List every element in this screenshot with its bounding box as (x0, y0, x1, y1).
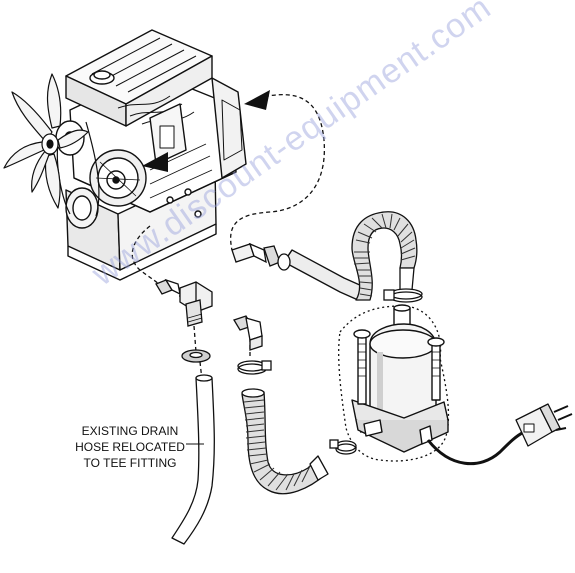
hose-clamp-heater (329, 439, 357, 455)
hose-clamp-upper (383, 288, 423, 303)
power-cord (426, 430, 525, 466)
straight-fitting (231, 242, 291, 271)
block-fitting (155, 278, 181, 296)
callout-line-3: TO TEE FITTING (83, 456, 177, 470)
drain-hose-callout: EXISTING DRAIN HOSE RELOCATED TO TEE FIT… (60, 423, 200, 471)
arrow-icon (142, 152, 168, 172)
power-plug-drawing (515, 403, 573, 447)
washer-icon (181, 349, 211, 363)
hose-clamp-lower (237, 360, 272, 375)
tank-heater-drawing (351, 304, 449, 453)
arrow-icon (244, 90, 270, 110)
callout-line-2: HOSE RELOCATED (75, 440, 185, 454)
elbow-fitting (233, 315, 263, 351)
fan-icon (3, 73, 89, 209)
existing-drain-hose (171, 374, 215, 545)
heater-inlet-hose (241, 388, 329, 495)
return-hose (283, 211, 418, 301)
callout-line-1: EXISTING DRAIN (81, 424, 179, 438)
tee-fitting (179, 281, 213, 327)
engine-drawing (55, 29, 247, 281)
